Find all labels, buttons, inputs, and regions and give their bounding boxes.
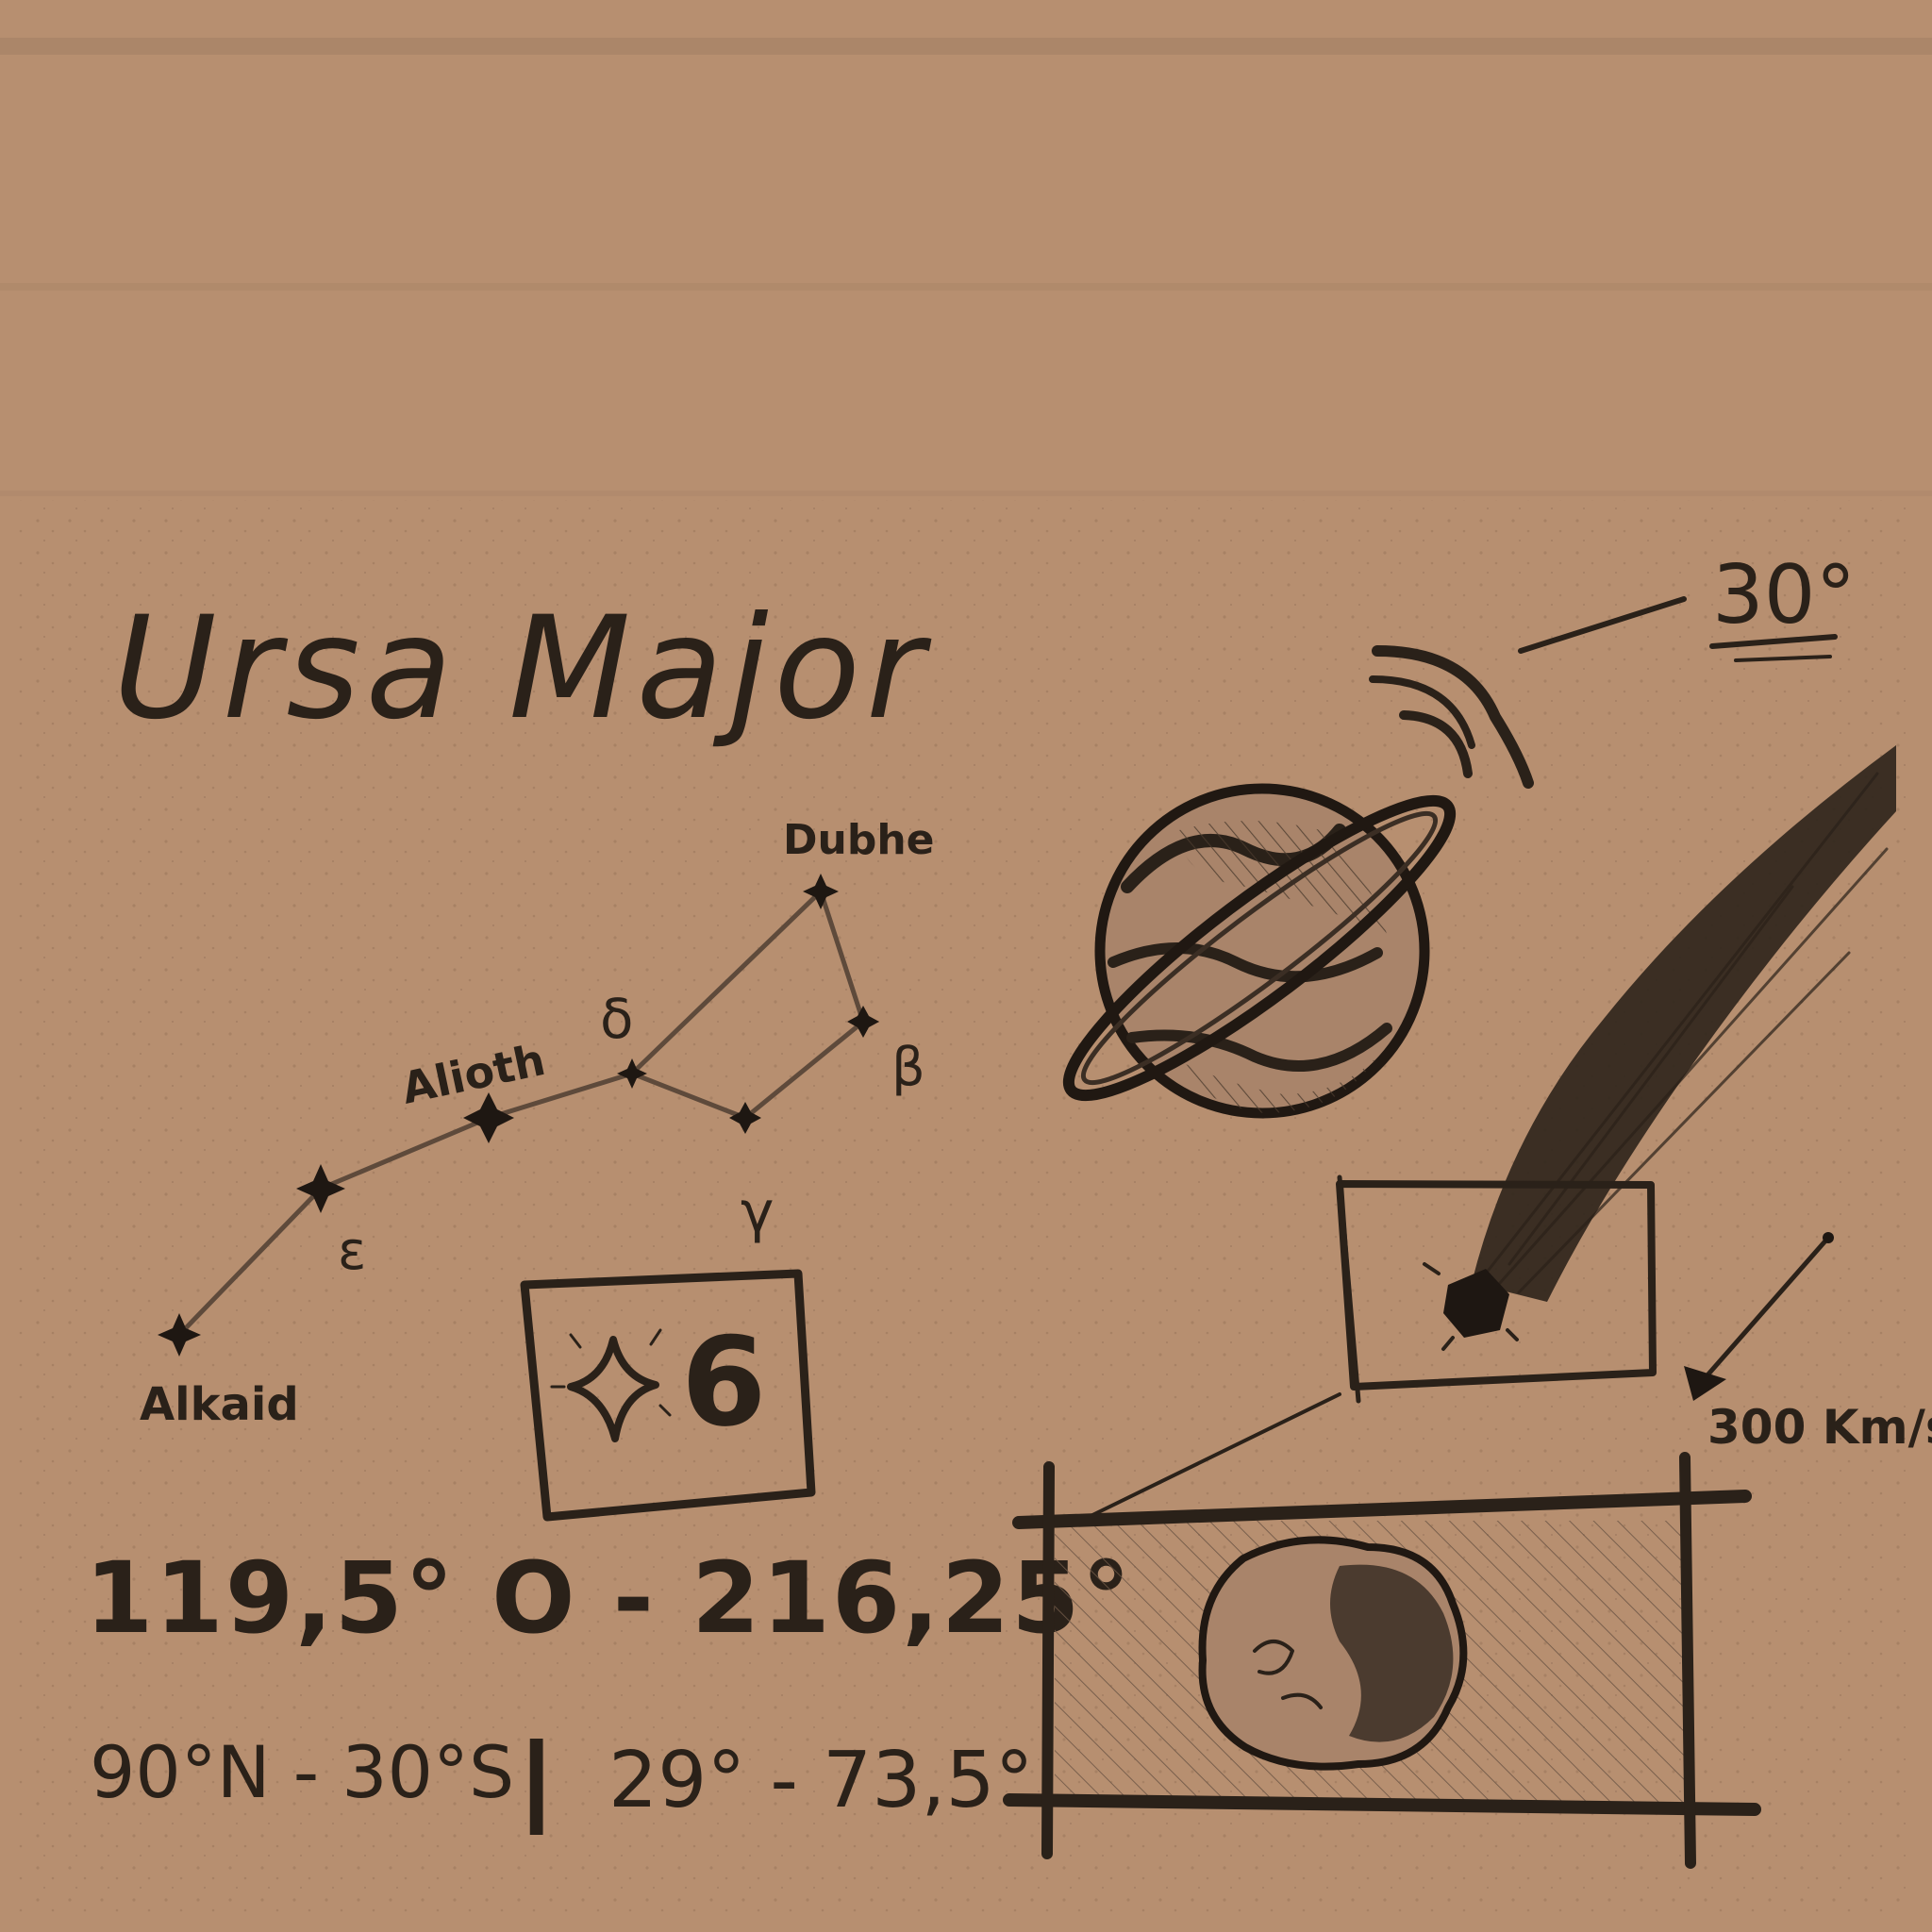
bright-star-count: 6 bbox=[681, 1310, 766, 1454]
star-gamma bbox=[729, 1102, 761, 1134]
perspective-line bbox=[1083, 1392, 1341, 1521]
star-dubhe bbox=[803, 874, 839, 909]
comet-speed: 300 Km/s bbox=[1707, 1400, 1932, 1455]
ring-tilt-leader bbox=[1518, 596, 1687, 654]
star-beta bbox=[847, 1006, 879, 1038]
label-alkaid: Alkaid bbox=[140, 1378, 299, 1431]
label-dubhe: Dubhe bbox=[783, 816, 935, 864]
four-point-star-icon bbox=[567, 1336, 659, 1442]
label-delta: δ bbox=[600, 987, 634, 1051]
ring-tilt-underline bbox=[1709, 634, 1838, 649]
paper-streaks bbox=[0, 38, 1932, 496]
declination-range: 29° - 73,5° bbox=[608, 1736, 1034, 1825]
speed-vector-tip bbox=[1823, 1232, 1834, 1243]
label-epsilon: ε bbox=[338, 1221, 366, 1282]
bright-star-box: 6 bbox=[520, 1269, 816, 1522]
star-alioth bbox=[463, 1092, 514, 1143]
speed-vector bbox=[1703, 1235, 1831, 1380]
star-alkaid bbox=[158, 1313, 201, 1357]
separator-symbol: I bbox=[517, 1713, 556, 1867]
constellation-stars bbox=[158, 874, 879, 1357]
ring-tilt: 30° bbox=[1712, 548, 1856, 642]
page-title: Ursa Major bbox=[113, 587, 932, 751]
constellation-lines bbox=[176, 887, 866, 1338]
planet-icon bbox=[1062, 645, 1534, 1119]
comet-frame bbox=[1336, 1180, 1657, 1391]
star-delta bbox=[617, 1058, 647, 1089]
latitude-visibility: 90°N - 30°S bbox=[90, 1730, 514, 1814]
speed-arrowhead bbox=[1684, 1366, 1726, 1401]
comet-icon bbox=[1423, 745, 1896, 1351]
star-epsilon bbox=[296, 1164, 345, 1213]
ring-tilt-underline-2 bbox=[1734, 655, 1832, 662]
right-ascension: 119,5° O - 216,25° bbox=[85, 1541, 1132, 1656]
label-gamma: γ bbox=[741, 1179, 774, 1245]
label-beta: β bbox=[891, 1037, 925, 1098]
comet-frame-left-ext bbox=[1337, 1174, 1361, 1404]
asteroid-icon bbox=[1198, 1536, 1468, 1771]
